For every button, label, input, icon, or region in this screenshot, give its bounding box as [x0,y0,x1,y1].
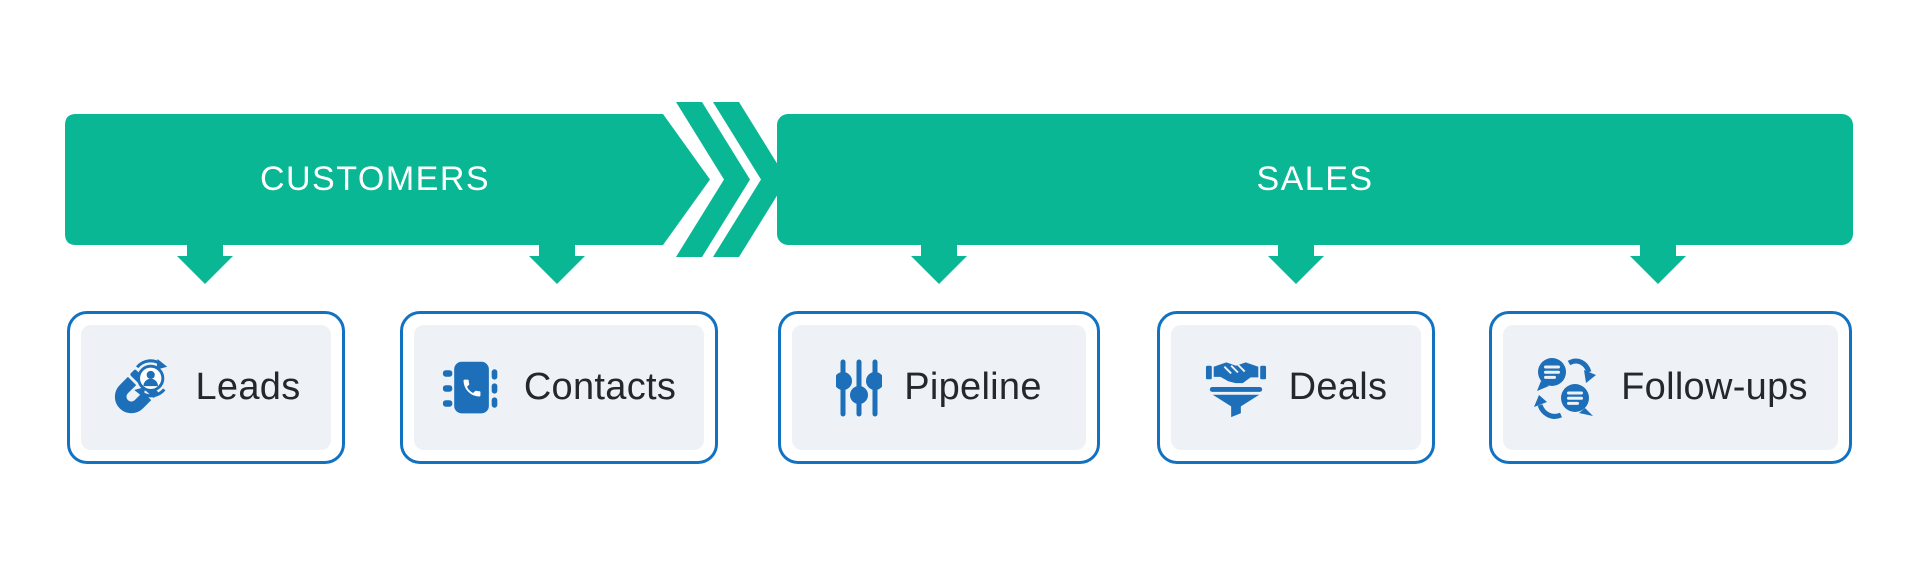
card-deals: Deals [1157,311,1435,464]
down-arrow [177,238,233,284]
down-arrow [529,238,585,284]
sales-banner-shape [777,114,1853,245]
flow-chevron [713,102,787,257]
handshake-funnel-icon [1205,361,1266,417]
customers-banner-shape [65,114,710,245]
chat-cycle-icon [1534,357,1597,419]
card-label: Follow-ups [1621,366,1808,408]
card-pipeline: Pipeline [778,311,1100,464]
card-label: Deals [1288,366,1388,408]
card-panel: Leads [81,325,331,450]
down-arrow [1268,238,1324,284]
magnet-user-icon [115,358,168,413]
flow-chevron [676,102,750,257]
card-label: Contacts [523,366,677,408]
card-panel: Follow-ups [1503,325,1838,450]
card-panel: Pipeline [792,325,1086,450]
card-panel: Contacts [414,325,704,450]
phonebook-icon [442,361,498,413]
card-leads: Leads [67,311,345,464]
sliders-icon [836,359,883,416]
down-arrow [911,238,967,284]
card-label: Pipeline [904,366,1042,408]
card-followups: Follow-ups [1489,311,1852,464]
card-contacts: Contacts [400,311,718,464]
card-panel: Deals [1171,325,1421,450]
card-label: Leads [195,366,301,408]
down-arrow [1630,238,1686,284]
